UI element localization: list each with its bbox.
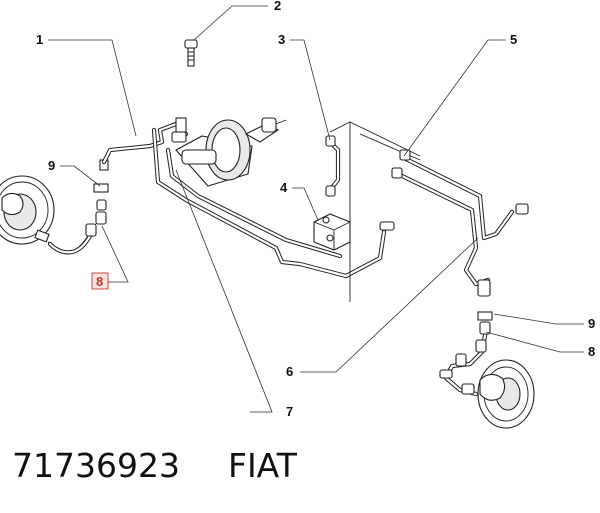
left-brake-disc [0,175,55,245]
brake-pipe-3 [325,135,341,197]
part-number: 71736923 [12,446,180,485]
callout-3: 3 [278,32,285,47]
callout-8-right: 8 [588,344,595,359]
leader-lines [48,5,584,413]
callout-7: 7 [286,404,293,419]
callout-1: 1 [36,32,43,47]
callout-2: 2 [274,0,281,13]
brake-pipe-5 [391,149,529,297]
callout-5: 5 [510,32,517,47]
callout-8-highlighted: 8 [91,272,109,290]
part-info-footer: 71736923 FIAT [12,446,297,496]
brand-name: FIAT [227,446,297,485]
brake-master-cylinder [171,117,287,187]
brake-pipe-7 [151,127,395,279]
callout-8-left: 8 [96,274,103,289]
brake-pipe-diagram: 1 2 3 4 5 6 7 9 9 8 8 [0,0,595,429]
callout-6: 6 [286,364,293,379]
valve-block-part-4 [313,213,351,251]
right-brake-hose [439,311,493,397]
brake-pipe-1 [101,121,189,165]
callout-4: 4 [280,180,288,195]
callout-9-right: 9 [588,316,595,331]
right-brake-disc [477,359,535,429]
bolt-part-2 [184,39,198,67]
left-brake-hose [34,159,109,255]
callout-9-left: 9 [48,158,55,173]
